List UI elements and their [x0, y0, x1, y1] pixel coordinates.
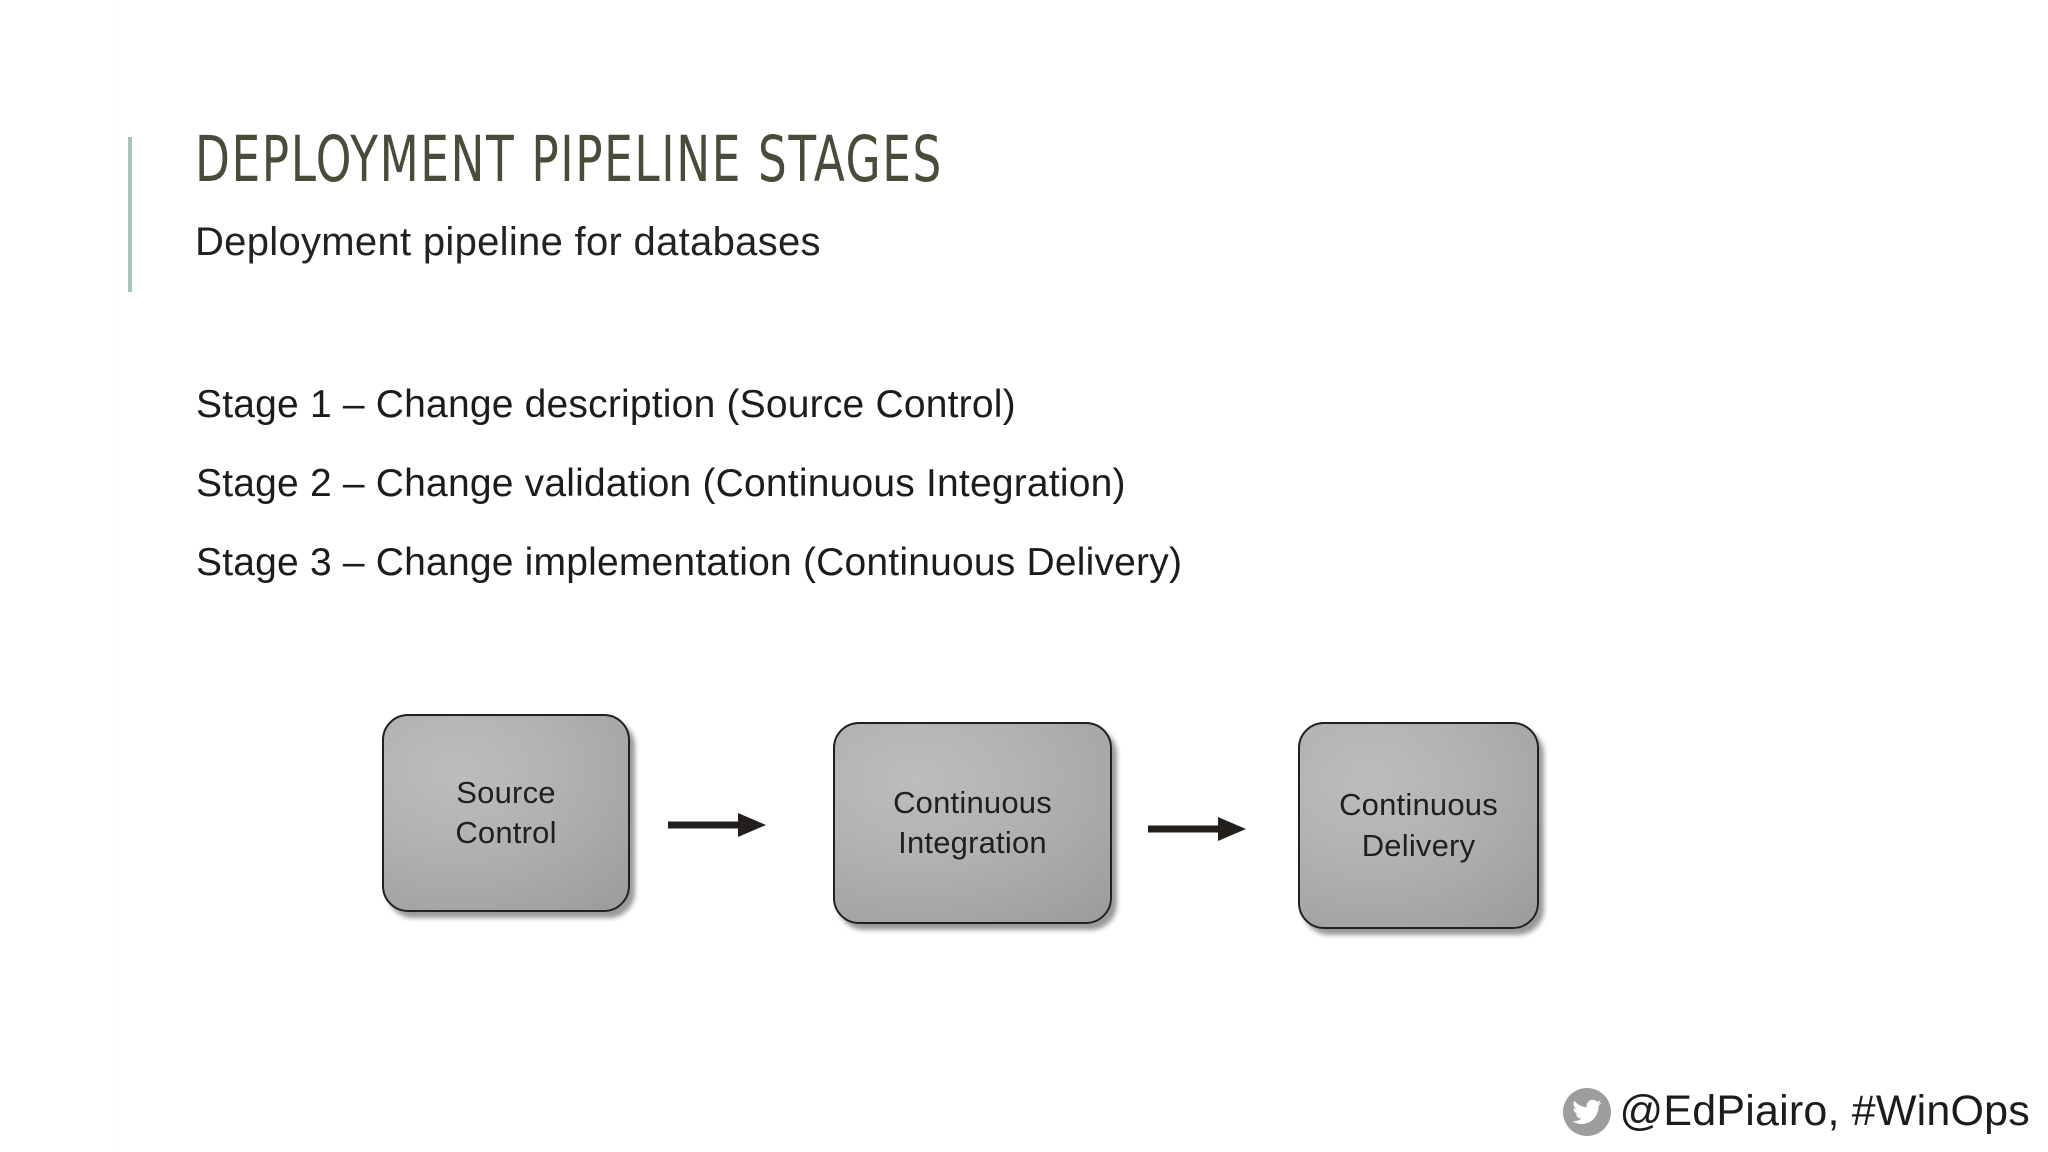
pipeline-box-label: Continuous Delivery [1339, 787, 1498, 863]
pipeline-box-continuous-integration[interactable]: Continuous Integration [833, 722, 1112, 924]
pipeline-box-continuous-delivery[interactable]: Continuous Delivery [1298, 722, 1539, 929]
stage-item-1: Stage 1 – Change description (Source Con… [196, 383, 1016, 426]
stage-item-3: Stage 3 – Change implementation (Continu… [196, 541, 1183, 584]
page-subtitle: Deployment pipeline for databases [195, 220, 821, 264]
page-title: Deployment Pipeline Stages [195, 123, 943, 196]
arrow-right-icon-1 [668, 808, 768, 847]
twitter-bird-icon [1563, 1087, 1612, 1136]
footer: @EdPiairo, #WinOps [1563, 1087, 2030, 1136]
content-area-edge [114, 0, 115, 1152]
footer-handle-text: @EdPiairo, #WinOps [1619, 1087, 2030, 1135]
stage-item-2: Stage 2 – Change validation (Continuous … [196, 462, 1126, 505]
stage-list: Stage 1 – Change description (Source Con… [196, 385, 1696, 622]
title-block: Deployment Pipeline Stages Deployment pi… [195, 123, 1695, 264]
pipeline-box-label: Source Control [455, 774, 557, 850]
title-accent-bar [128, 137, 132, 292]
arrow-right-icon-2 [1148, 812, 1248, 851]
pipeline-box-source-control[interactable]: Source Control [382, 714, 630, 912]
pipeline-box-label: Continuous Integration [893, 784, 1052, 860]
